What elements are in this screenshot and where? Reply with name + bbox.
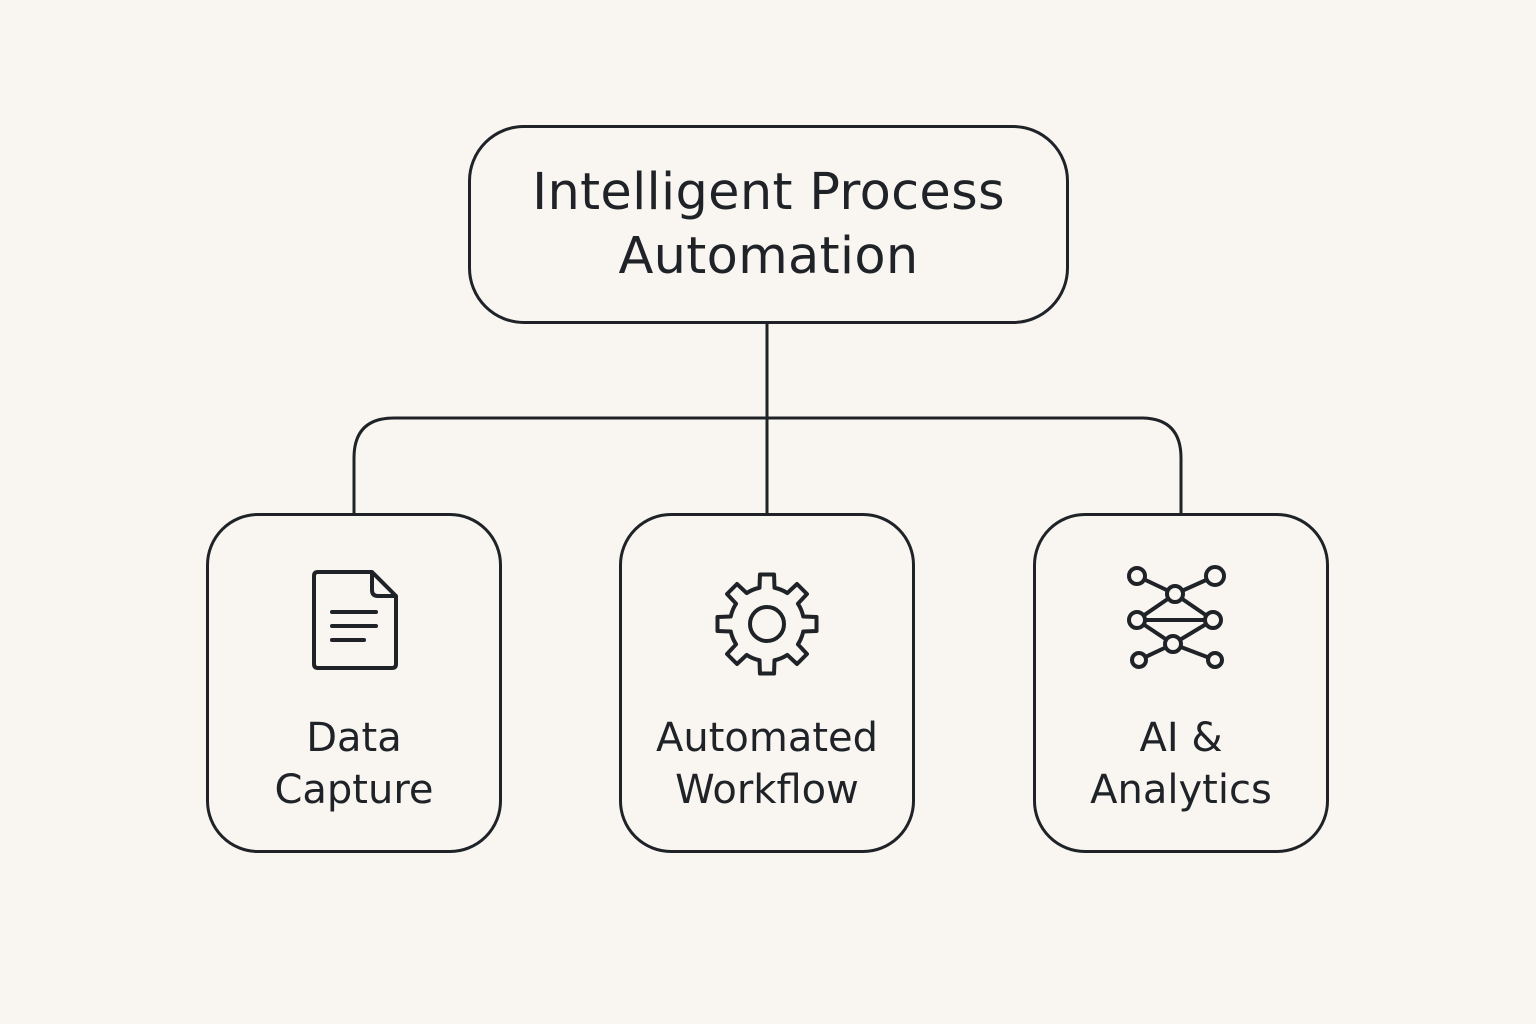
node-label: AI & Analytics [1090, 715, 1272, 813]
node-automated-workflow: Automated Workflow [619, 513, 915, 853]
node-data-capture: Data Capture [206, 513, 502, 853]
network-icon [1127, 565, 1226, 669]
root-title-line-1: Intelligent Process [532, 162, 1005, 222]
root-title: Intelligent Process Automation [532, 161, 1005, 289]
root-node: Intelligent Process Automation [468, 125, 1069, 324]
node-label: Data Capture [274, 715, 434, 813]
node-ai-analytics: AI & Analytics [1033, 513, 1329, 853]
connector-branch [352, 416, 1183, 513]
root-title-line-2: Automation [618, 226, 919, 286]
node-label: Automated Workflow [655, 715, 879, 813]
gear-icon [715, 572, 819, 676]
document-icon [312, 570, 398, 670]
